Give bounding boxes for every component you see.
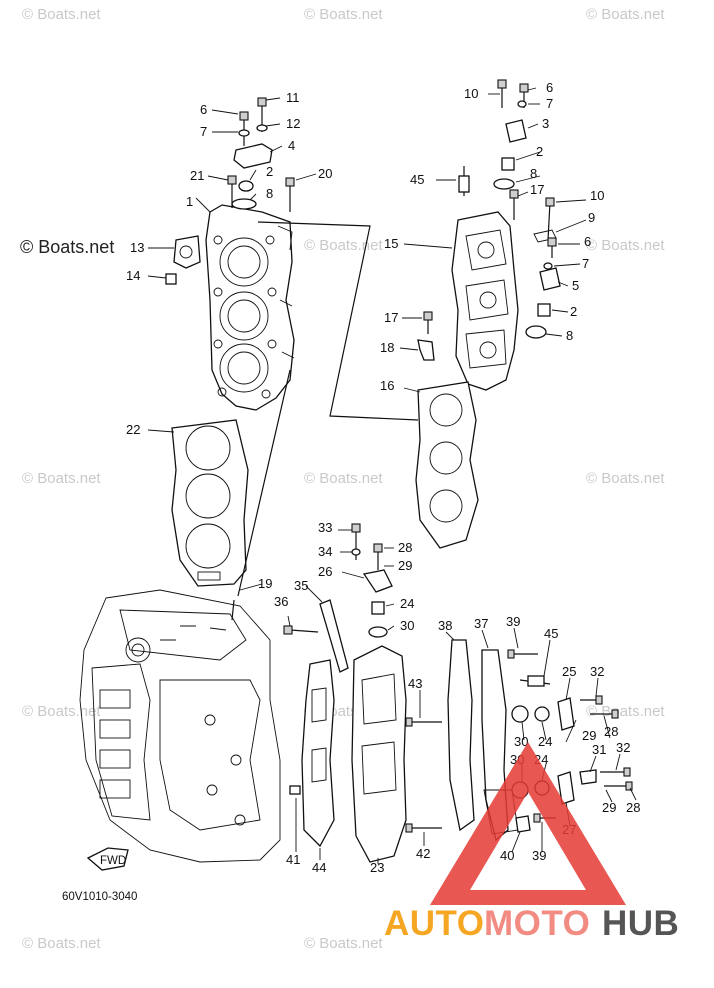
watermark: © Boats.net <box>586 6 665 23</box>
callout-38: 38 <box>438 618 452 633</box>
watermark-dark: © Boats.net <box>20 237 114 257</box>
callout-7: 7 <box>582 256 589 271</box>
callout-26: 26 <box>318 564 332 579</box>
callout-36: 36 <box>274 594 288 609</box>
fwd-arrow-icon <box>86 847 129 871</box>
brand-auto: AUTO <box>384 904 485 943</box>
watermark: © Boats.net <box>22 6 101 23</box>
callout-23: 23 <box>370 860 384 875</box>
brand-moto: MOTO <box>484 904 590 943</box>
head-gasket-starboard <box>171 419 249 587</box>
automotohub-logo: AUTO MOTO HUB <box>384 742 679 943</box>
callout-44: 44 <box>312 860 326 875</box>
callout-21: 21 <box>190 168 204 183</box>
watermark: © Boats.net <box>22 470 101 487</box>
fwd-label: FWD <box>100 855 126 867</box>
callout-10: 10 <box>590 188 604 203</box>
callout-39: 39 <box>506 614 520 629</box>
callout-29: 29 <box>398 558 412 573</box>
callout-20: 20 <box>318 166 332 181</box>
callout-4: 4 <box>288 138 295 153</box>
callout-24: 24 <box>538 734 552 749</box>
cylinder-head-starboard <box>165 97 295 411</box>
callout-13: 13 <box>130 240 144 255</box>
callout-labels: 1 2 2 2 3 4 5 6 6 6 7 7 7 8 8 8 9 10 10 … <box>126 80 640 875</box>
callout-6: 6 <box>584 234 591 249</box>
watermark: © Boats.net <box>586 470 665 487</box>
callout-22: 22 <box>126 422 140 437</box>
callout-31: 31 <box>592 742 606 757</box>
callout-28: 28 <box>398 540 412 555</box>
head-gasket-port <box>415 381 479 549</box>
engine-block: FWD <box>79 589 281 871</box>
logo-triangle-icon <box>430 742 626 905</box>
callout-16: 16 <box>380 378 394 393</box>
callout-12: 12 <box>286 116 300 131</box>
watermark: © Boats.net <box>304 470 383 487</box>
callout-11: 11 <box>286 90 300 105</box>
callout-17: 17 <box>384 310 398 325</box>
callout-45: 45 <box>544 626 558 641</box>
callout-25: 25 <box>562 664 576 679</box>
callout-19: 19 <box>258 576 272 591</box>
callout-18: 18 <box>380 340 394 355</box>
callout-2: 2 <box>266 164 273 179</box>
watermark: © Boats.net <box>586 237 665 254</box>
callout-30: 30 <box>514 734 528 749</box>
callout-42: 42 <box>416 846 430 861</box>
callout-7: 7 <box>546 96 553 111</box>
callout-6: 6 <box>200 102 207 117</box>
watermark: © Boats.net <box>22 935 101 952</box>
callout-43: 43 <box>408 676 422 691</box>
callout-28: 28 <box>604 724 618 739</box>
callout-32: 32 <box>590 664 604 679</box>
callout-17: 17 <box>530 182 544 197</box>
callout-37: 37 <box>474 616 488 631</box>
callout-28: 28 <box>626 800 640 815</box>
watermark-grid: © Boats.net © Boats.net © Boats.net © Bo… <box>20 6 665 952</box>
callout-32: 32 <box>616 740 630 755</box>
watermark: © Boats.net <box>586 703 665 720</box>
callout-24: 24 <box>400 596 414 611</box>
callout-15: 15 <box>384 236 398 251</box>
callout-41: 41 <box>286 852 300 867</box>
watermark: © Boats.net <box>22 703 101 720</box>
callout-1: 1 <box>186 194 193 209</box>
callout-7: 7 <box>200 124 207 139</box>
callout-6: 6 <box>546 80 553 95</box>
callout-39: 39 <box>532 848 546 863</box>
callout-40: 40 <box>500 848 514 863</box>
callout-9: 9 <box>588 210 595 225</box>
callout-14: 14 <box>126 268 140 283</box>
cylinder-head-port <box>417 79 561 391</box>
callout-8: 8 <box>530 166 537 181</box>
diagram-code: 60V1010-3040 <box>62 891 137 903</box>
callout-30: 30 <box>400 618 414 633</box>
callout-5: 5 <box>572 278 579 293</box>
watermark: © Boats.net <box>304 935 383 952</box>
exhaust-cover-group <box>283 523 633 863</box>
callout-8: 8 <box>566 328 573 343</box>
callout-29: 29 <box>602 800 616 815</box>
watermark: © Boats.net <box>304 6 383 23</box>
callout-2: 2 <box>536 144 543 159</box>
watermark: © Boats.net <box>304 237 383 254</box>
callout-3: 3 <box>542 116 549 131</box>
callout-33: 33 <box>318 520 332 535</box>
callout-10: 10 <box>464 86 478 101</box>
callout-2: 2 <box>570 304 577 319</box>
callout-8: 8 <box>266 186 273 201</box>
callout-35: 35 <box>294 578 308 593</box>
brand-hub: HUB <box>602 904 679 943</box>
callout-29: 29 <box>582 728 596 743</box>
callout-45: 45 <box>410 172 424 187</box>
callout-34: 34 <box>318 544 332 559</box>
